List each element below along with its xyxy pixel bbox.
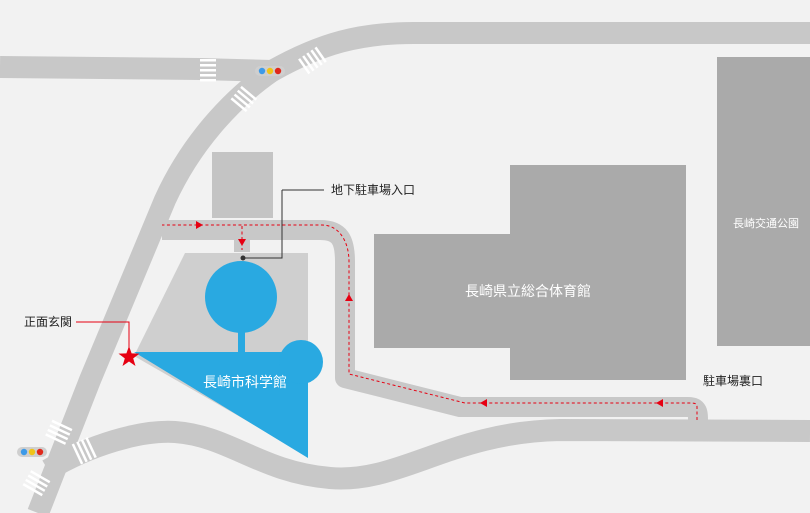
route-arrows [196,221,663,407]
label-gymnasium: 長崎県立総合体育館 [465,283,591,300]
inner-road-north [162,220,355,263]
crosswalk-southwest-1 [45,419,73,445]
leader-lines [76,189,324,348]
parking-structure [212,152,273,218]
leader-main-entrance [76,321,130,348]
underground-parking-dot [240,255,246,261]
science-museum-connector [238,330,245,354]
route-arrow-3 [345,294,353,301]
label-traffic-park: 長崎交通公園 [733,216,799,230]
north-road-east [266,21,810,81]
science-museum [134,261,323,458]
traffic-light-icon-southwest [17,447,47,457]
science-museum-rotunda [279,340,323,384]
crosswalk-northeast [298,46,327,75]
route-arrow-4 [480,399,487,407]
label-main-entrance: 正面玄関 [24,314,72,329]
label-science-museum: 長崎市科学館 [203,374,287,391]
crosswalk-southwest-2 [71,437,97,465]
crosswalks [22,46,327,497]
crosswalk-southwest-3 [22,470,51,497]
north-road-west [0,56,273,82]
crosswalk-northwest [230,85,258,113]
route-arrow-2 [238,239,246,246]
traffic-park-area [717,57,810,346]
science-museum-main-hall [134,352,308,458]
label-underground-parking-entrance: 地下駐車場入口 [331,182,415,197]
route-arrow-1 [196,221,203,229]
gymnasium-building [374,165,686,380]
traffic-light-icon [255,66,285,76]
roads [0,21,810,513]
crosswalk-north [200,59,216,82]
inner-road-east [335,262,708,423]
science-museum-dome [205,261,277,333]
leader-underground-parking [244,190,283,259]
red-star-icon [118,346,140,366]
label-parking-rear-entrance: 駐車場裏口 [703,373,763,388]
south-road [42,419,810,490]
route-arrow-5 [656,399,663,407]
parking-route [162,224,698,420]
